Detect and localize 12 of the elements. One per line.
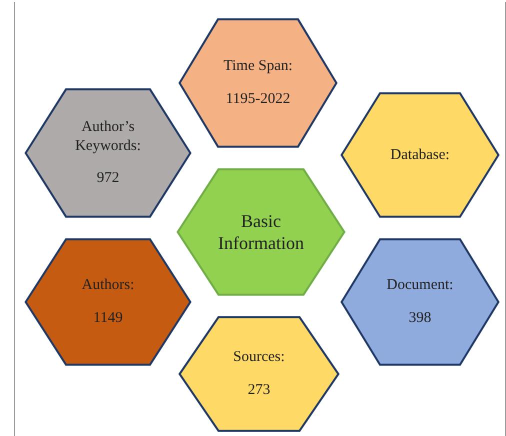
category-label: Document: (386, 276, 454, 295)
category-label: Author’s Keywords: (74, 118, 142, 156)
category-label: Sources: (233, 348, 285, 367)
count-value: 398 (408, 309, 432, 328)
count-value: 273 (248, 381, 270, 400)
category-label: Database: (390, 146, 450, 164)
count-value: 972 (96, 169, 120, 188)
count-value: 1149 (93, 309, 123, 328)
center-title: Basic Information (217, 210, 305, 254)
category-label: Authors: (82, 276, 134, 295)
count-value: 1195-2022 (226, 90, 290, 109)
category-label: Time Span: (223, 57, 293, 76)
